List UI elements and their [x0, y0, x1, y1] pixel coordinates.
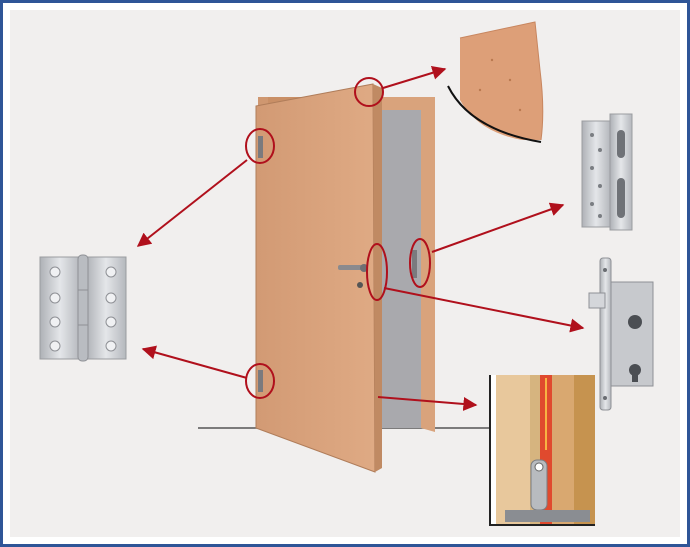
- arrow-lower-hinge: [141, 345, 248, 379]
- callout-strike: [409, 238, 431, 288]
- arrow-lock: [383, 287, 585, 333]
- door-edge-core-sample: [447, 21, 544, 143]
- strike-mark: [412, 250, 417, 278]
- door-handle: [338, 264, 368, 288]
- arrow-strike: [431, 202, 565, 253]
- arrow-door-bottom: [377, 396, 478, 411]
- arrow-top-edge: [382, 65, 447, 89]
- arrow-upper-hinge: [136, 159, 248, 247]
- upper-hinge-mark: [258, 136, 263, 158]
- callout-lower-hinge: [245, 363, 275, 399]
- lower-hinge-mark: [258, 370, 263, 392]
- callout-upper-hinge: [245, 128, 275, 164]
- door-seal-section: [489, 375, 595, 526]
- door-leaf: [255, 83, 382, 473]
- callout-top-edge: [354, 77, 384, 107]
- callout-lock: [366, 243, 388, 301]
- strike-plate: [581, 113, 633, 231]
- mortise-lock: [588, 257, 654, 411]
- butt-hinge: [39, 254, 127, 362]
